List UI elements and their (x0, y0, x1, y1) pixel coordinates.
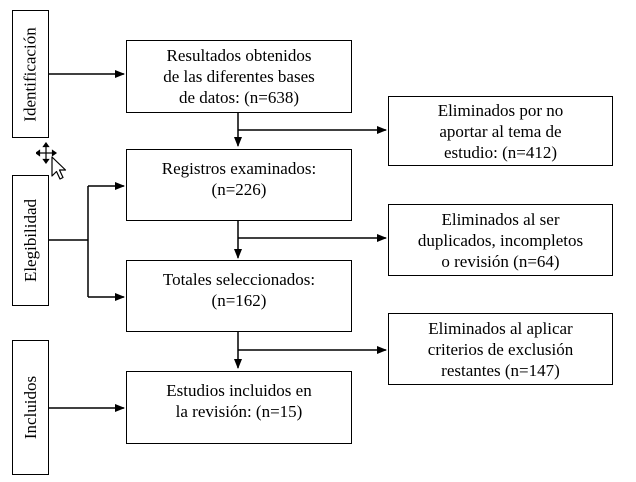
box-eliminados-tema-text: Eliminados por no aportar al tema de est… (437, 100, 564, 162)
box-eliminados-duplicados: Eliminados al ser duplicados, incompleto… (388, 204, 613, 276)
box-eliminados-criterios: Eliminados al aplicar criterios de exclu… (388, 313, 613, 385)
move-cursor-icon (36, 142, 67, 180)
stage-incluidos-label: Incluidos (21, 375, 40, 440)
box-resultados-text: Resultados obtenidos de las diferentes b… (163, 46, 315, 107)
box-eliminados-duplicados-text: Eliminados al ser duplicados, incompleto… (417, 209, 584, 271)
box-eliminados-tema: Eliminados por no aportar al tema de est… (388, 96, 613, 166)
box-totales-text: Totales seleccionados: (n=162) (162, 270, 316, 310)
stage-elegibilidad: Elegibilidad (12, 175, 49, 306)
stage-identificacion: Identificación (12, 10, 49, 138)
box-resultados: Resultados obtenidos de las diferentes b… (126, 40, 352, 113)
stage-elegibilidad-label: Elegibilidad (21, 198, 40, 283)
stage-identificacion-label: Identificación (21, 26, 40, 122)
box-eliminados-criterios-text: Eliminados al aplicar criterios de exclu… (427, 318, 574, 380)
box-totales: Totales seleccionados: (n=162) (126, 260, 352, 332)
box-registros-text: Registros examinados: (n=226) (161, 159, 317, 199)
box-estudios-text: Estudios incluidos en la revisión: (n=15… (166, 381, 312, 421)
box-registros: Registros examinados: (n=226) (126, 149, 352, 221)
stage-incluidos: Incluidos (12, 340, 49, 475)
box-estudios: Estudios incluidos en la revisión: (n=15… (126, 371, 352, 444)
